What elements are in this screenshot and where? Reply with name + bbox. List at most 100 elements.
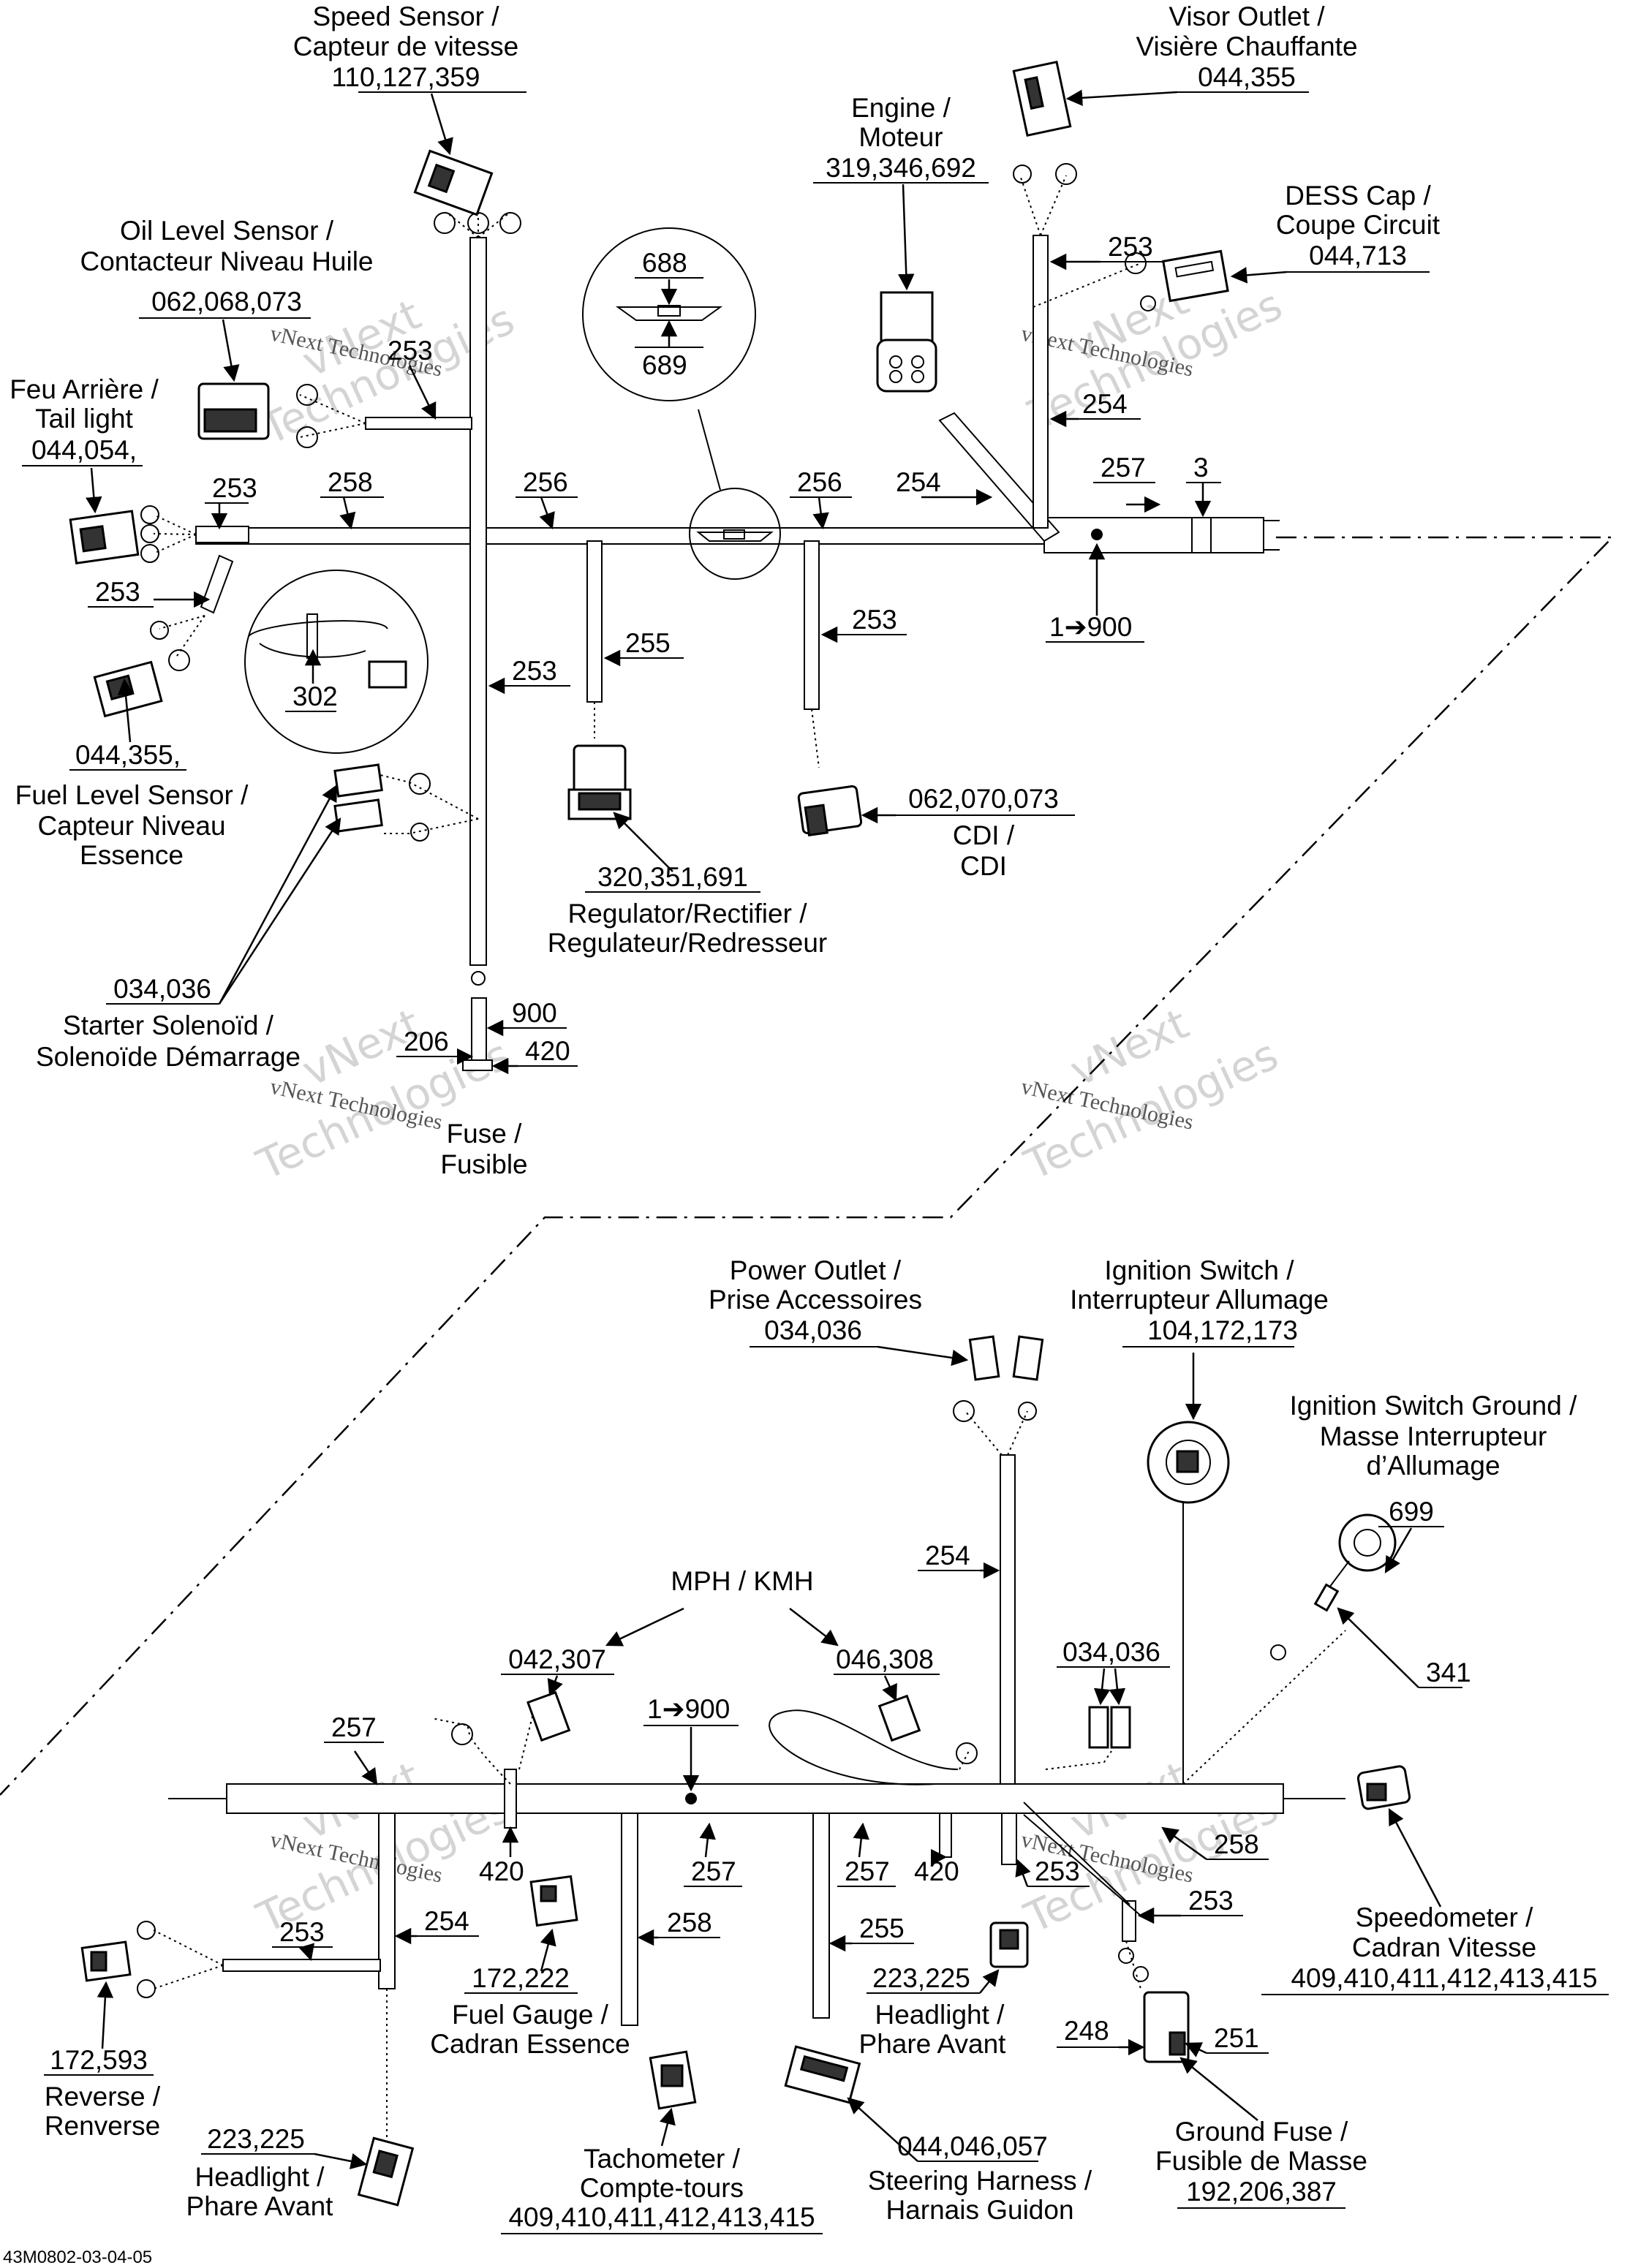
headlight-mid-connector xyxy=(989,1921,1029,1968)
visor-outlet-label: Visor Outlet / Visière Chauffante 044,35… xyxy=(1065,1,1358,107)
svg-text:253: 253 xyxy=(1035,1856,1080,1886)
svg-text:320,351,691: 320,351,691 xyxy=(597,862,748,892)
svg-text:223,225: 223,225 xyxy=(207,2124,305,2154)
fuse-label: Fuse / Fusible xyxy=(440,1119,527,1179)
svg-text:Cadran Essence: Cadran Essence xyxy=(430,2029,630,2059)
svg-text:110,127,359: 110,127,359 xyxy=(331,62,480,92)
svg-text:253: 253 xyxy=(279,1917,325,1947)
svg-text:257: 257 xyxy=(845,1856,890,1886)
ignition-switch xyxy=(1147,1421,1230,1504)
svg-text:302: 302 xyxy=(292,681,338,711)
svg-text:Tail light: Tail light xyxy=(35,404,133,434)
svg-text:Capteur Niveau: Capteur Niveau xyxy=(37,811,225,841)
svg-text:Fusible: Fusible xyxy=(440,1149,527,1179)
svg-text:420: 420 xyxy=(914,1856,959,1886)
dess-cap-connector xyxy=(1162,249,1229,303)
junction-dot xyxy=(685,1793,697,1804)
fuel-level-connector xyxy=(93,660,163,718)
svg-text:Phare Avant: Phare Avant xyxy=(186,2191,334,2221)
svg-text:Capteur de vitesse: Capteur de vitesse xyxy=(293,31,519,61)
vertical-trunk-wire xyxy=(469,237,487,966)
svg-text:044,054,: 044,054, xyxy=(31,435,137,465)
svg-text:258: 258 xyxy=(667,1908,712,1938)
ignition-ground-ring xyxy=(1313,1513,1397,1612)
svg-text:Steering Harness /: Steering Harness / xyxy=(868,2166,1092,2196)
kmh-connector-right xyxy=(877,1694,921,1742)
trunk-end-wire xyxy=(1043,517,1264,553)
reverse-label: 172,593 Reverse / Renverse xyxy=(44,1981,161,2141)
svg-text:172,222: 172,222 xyxy=(472,1963,570,1993)
svg-text:Prise Accessoires: Prise Accessoires xyxy=(709,1285,922,1315)
bottom-callouts: 254 257 1➔900 420 420 257 257 253 253 25… xyxy=(272,1541,1471,2057)
svg-text:257: 257 xyxy=(331,1712,377,1742)
bottom-main-trunk xyxy=(226,1783,1284,1814)
svg-text:CDI /: CDI / xyxy=(953,820,1015,850)
svg-text:255: 255 xyxy=(625,628,671,658)
svg-text:688: 688 xyxy=(642,248,687,278)
svg-text:258: 258 xyxy=(1214,1829,1259,1859)
svg-text:Contacteur Niveau Huile: Contacteur Niveau Huile xyxy=(80,246,373,276)
svg-text:Visière Chauffante: Visière Chauffante xyxy=(1136,31,1357,61)
svg-text:046,308: 046,308 xyxy=(836,1644,934,1674)
reverse-connector xyxy=(80,1940,132,1982)
svg-text:Interrupteur Allumage: Interrupteur Allumage xyxy=(1070,1285,1329,1315)
svg-text:Fuel Gauge /: Fuel Gauge / xyxy=(452,2000,609,2030)
svg-text:420: 420 xyxy=(479,1856,524,1886)
svg-text:Cadran Vitesse: Cadran Vitesse xyxy=(1352,1932,1536,1962)
visor-outlet-connector xyxy=(1012,60,1072,137)
svg-text:254: 254 xyxy=(1082,389,1128,419)
headlight-left-label: 223,225 Headlight / Phare Avant xyxy=(186,2124,368,2221)
svg-text:044,355: 044,355 xyxy=(1198,62,1296,92)
svg-text:Reverse /: Reverse / xyxy=(45,2082,161,2112)
svg-text:Starter Solenoïd /: Starter Solenoïd / xyxy=(63,1010,274,1040)
svg-text:253: 253 xyxy=(512,656,557,686)
svg-text:253: 253 xyxy=(1108,232,1153,262)
speed-sensor-label: Speed Sensor / Capteur de vitesse 110,12… xyxy=(293,1,526,156)
svg-text:257: 257 xyxy=(691,1856,736,1886)
fuel-gauge-label: 172,222 Fuel Gauge / Cadran Essence xyxy=(430,1928,630,2059)
top-callouts: 253 253 254 253 258 256 256 254 257 3 1➔… xyxy=(88,232,1221,1075)
ground-fuse-label: Ground Fuse / Fusible de Masse 192,206,3… xyxy=(1155,2057,1367,2209)
bottom-harness xyxy=(80,1335,1411,2207)
engine-label: Engine / Moteur 319,346,692 xyxy=(813,93,989,291)
speed-sensor-connector xyxy=(413,149,494,216)
svg-text:034,036: 034,036 xyxy=(1062,1637,1160,1667)
svg-text:Coupe Circuit: Coupe Circuit xyxy=(1276,210,1441,240)
section-separator-line xyxy=(0,536,1615,1796)
svg-text:CDI: CDI xyxy=(960,851,1007,881)
svg-text:253: 253 xyxy=(95,577,140,607)
svg-text:Headlight /: Headlight / xyxy=(195,2162,325,2192)
ignition-ground-label: Ignition Switch Ground / Masse Interrupt… xyxy=(1290,1391,1577,1573)
tachometer-label: Tachometer / Compte-tours 409,410,411,41… xyxy=(501,2107,823,2234)
svg-text:253: 253 xyxy=(852,605,897,635)
svg-text:062,070,073: 062,070,073 xyxy=(908,784,1059,814)
svg-text:Moteur: Moteur xyxy=(858,122,943,152)
svg-text:Solenoïde Démarrage: Solenoïde Démarrage xyxy=(36,1042,301,1072)
tachometer-connector xyxy=(649,2050,697,2110)
ignition-switch-label: Ignition Switch / Interrupteur Allumage … xyxy=(1070,1255,1329,1421)
tail-light-connector xyxy=(69,510,140,564)
power-outlet-connectors xyxy=(968,1335,1044,1381)
svg-text:Essence: Essence xyxy=(80,840,184,870)
svg-text:319,346,692: 319,346,692 xyxy=(826,153,976,183)
ground-fuse-connector xyxy=(1143,1991,1190,2063)
starter-solenoid-label: 034,036 Starter Solenoïd / Solenoïde Dém… xyxy=(36,785,341,1072)
engine-connector xyxy=(876,291,937,393)
regulator-connector xyxy=(567,744,632,820)
fuel-gauge-connector xyxy=(529,1875,578,1927)
svg-text:253: 253 xyxy=(1188,1886,1234,1916)
svg-text:253: 253 xyxy=(212,473,257,503)
headlight-mid-label: 223,225 Headlight / Phare Avant xyxy=(859,1963,1007,2059)
speedometer-label: Speedometer / Cadran Vitesse 409,410,411… xyxy=(1261,1808,1609,1995)
svg-text:Engine /: Engine / xyxy=(851,93,951,123)
headlight-left-connector xyxy=(357,2136,415,2207)
svg-text:Fusible de Masse: Fusible de Masse xyxy=(1155,2146,1367,2176)
cdi-connector xyxy=(797,785,863,836)
svg-text:Fuse /: Fuse / xyxy=(447,1119,523,1149)
dess-cap-label: DESS Cap / Coupe Circuit 044,713 xyxy=(1230,181,1441,284)
svg-text:Harnais Guidon: Harnais Guidon xyxy=(886,2195,1073,2225)
detail-circle-302 xyxy=(244,570,429,754)
svg-text:Ground Fuse /: Ground Fuse / xyxy=(1175,2117,1348,2147)
svg-text:258: 258 xyxy=(328,467,373,497)
